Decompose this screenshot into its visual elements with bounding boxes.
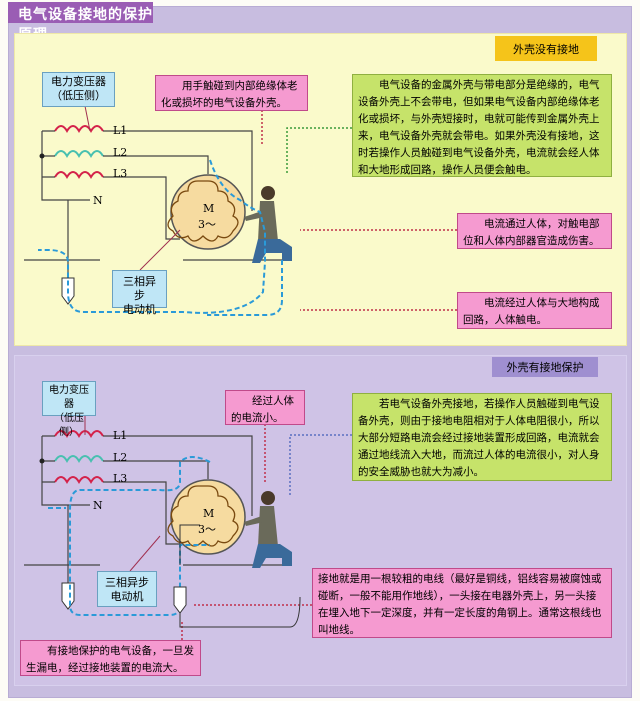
motor-m-2: M [203, 507, 215, 520]
explanation-no-ground: 电气设备的金属外壳与带电部分是绝缘的，电气设备外壳上不会带电，但如果电气设备内部… [352, 74, 612, 177]
explanation-with-ground: 若电气设备外壳接地，若操作人员触碰到电气设备外壳，则由于接地电阻相对于人体电阻很… [352, 393, 612, 481]
tag-no-ground: 外壳没有接地 [495, 36, 597, 61]
large-current-note: 有接地保护的电气设备，一旦发生漏电，经过接地装置的电流大。 [20, 640, 201, 676]
transformer-label-2: 电力变压器 （低压侧） [42, 381, 96, 438]
motor-label-2: 三相异步 电动机 [97, 571, 157, 607]
tag-with-ground: 外壳有接地保护 [492, 357, 598, 377]
label-l1: L1 [113, 124, 128, 137]
motor-phase-2: 3～ [198, 523, 216, 536]
touch-note: 用手触碰到内部绝缘体老化或损坏的电气设备外壳。 [155, 75, 308, 111]
motor-phase: 3～ [198, 218, 216, 231]
small-current-note: 经过人体的电流小。 [225, 390, 305, 425]
harm-note: 电流通过人体，对触电部位和人体内部器官造成伤害。 [457, 213, 612, 249]
ground-rod-2-icon [173, 586, 187, 614]
label-n-2: N [93, 499, 103, 512]
label-l1-2: L1 [113, 429, 128, 442]
loop-note: 电流经过人体与大地构成回路，人体触电。 [457, 292, 612, 329]
page-title: 电气设备接地的保护原理 [8, 2, 153, 43]
label-l3: L3 [113, 167, 128, 180]
ground-definition: 接地就是用一根较粗的电线（最好是铜线，铝线容易被腐蚀或碰断，一般不能用作地线），… [312, 568, 612, 638]
label-l3-2: L3 [113, 472, 128, 485]
label-l2: L2 [113, 146, 128, 159]
motor-m: M [203, 202, 215, 215]
label-n: N [93, 194, 103, 207]
motor-label: 三相异步 电动机 [112, 270, 167, 316]
label-l2-2: L2 [113, 451, 128, 464]
transformer-label: 电力变压器 （低压侧） [42, 72, 115, 107]
